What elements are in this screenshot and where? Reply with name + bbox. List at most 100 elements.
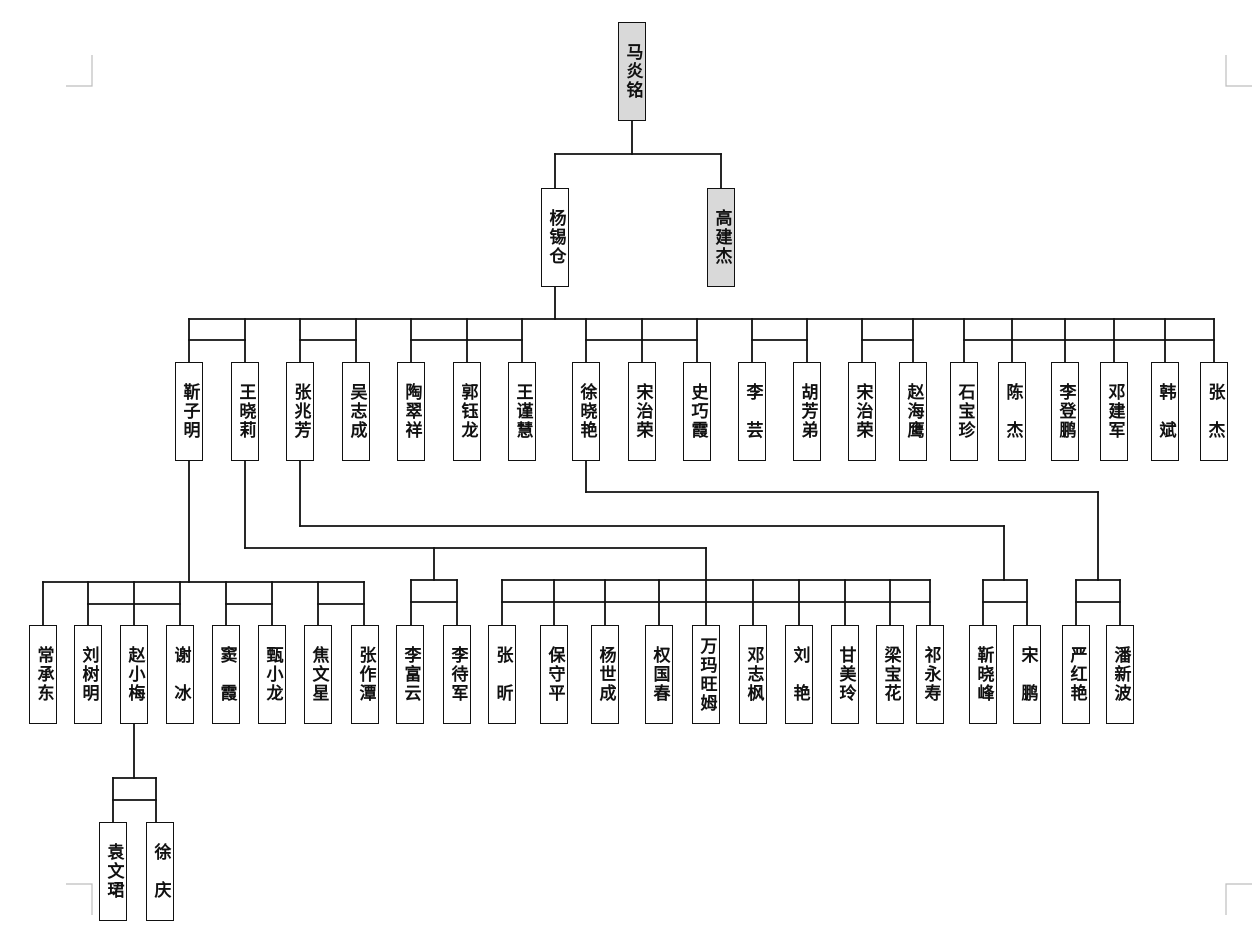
connector-lines [42,120,1215,823]
node-label: 宋治荣 [852,383,873,440]
node-label: 李登鹏 [1055,383,1076,440]
level3-node: 张 昕 [488,625,516,724]
node-label: 邓建军 [1104,383,1125,440]
node-label: 徐 庆 [150,843,171,900]
node-label: 宋 鹏 [1017,646,1038,703]
node-label: 王晓莉 [235,383,256,440]
root-node: 马炎铭 [618,22,646,121]
level3-node: 窦 霞 [212,625,240,724]
node-label: 严红艳 [1066,646,1087,703]
node-label: 石宝珍 [954,383,975,440]
level3-node: 常承东 [29,625,57,724]
level3-node: 潘新波 [1106,625,1134,724]
level2-node: 徐晓艳 [572,362,600,461]
level2-node: 赵海鹰 [899,362,927,461]
node-label: 杨世成 [595,646,616,703]
level2-node: 李 芸 [738,362,766,461]
node-label: 宋治荣 [632,383,653,440]
node-label: 杨锡仓 [545,209,566,266]
node-label: 王谨慧 [512,383,533,440]
level1-node: 杨锡仓 [541,188,569,287]
level2-node: 邓建军 [1100,362,1128,461]
level2-node: 史巧霞 [683,362,711,461]
node-label: 赵小梅 [124,646,145,703]
node-label: 李 芸 [742,383,763,440]
node-label: 窦 霞 [216,646,237,703]
level3-node: 焦文星 [304,625,332,724]
node-label: 李待军 [447,646,468,703]
node-label: 赵海鹰 [903,383,924,440]
level2-node: 宋治荣 [628,362,656,461]
level2-node: 陈 杰 [998,362,1026,461]
level4-node: 徐 庆 [146,822,174,921]
level3-node: 刘 艳 [785,625,813,724]
level3-node: 靳晓峰 [969,625,997,724]
node-label: 袁文珺 [103,843,124,900]
level3-node: 权国春 [645,625,673,724]
node-label: 李富云 [400,646,421,703]
node-label: 郭钰龙 [457,383,478,440]
node-label: 刘树明 [78,646,99,703]
node-label: 张 昕 [492,646,513,703]
level3-node: 杨世成 [591,625,619,724]
level4-node: 袁文珺 [99,822,127,921]
level2-node: 王晓莉 [231,362,259,461]
node-label: 靳晓峰 [973,646,994,703]
level3-node: 甘美玲 [831,625,859,724]
level3-node: 宋 鹏 [1013,625,1041,724]
node-label: 焦文星 [308,646,329,703]
level2-node: 宋治荣 [848,362,876,461]
node-label: 张兆芳 [290,383,311,440]
node-label: 徐晓艳 [576,383,597,440]
node-label: 常承东 [33,646,54,703]
node-label: 潘新波 [1110,646,1131,703]
node-label: 高建杰 [711,209,732,266]
node-label: 陈 杰 [1002,383,1023,440]
node-label: 梁宝花 [880,646,901,703]
node-label: 权国春 [649,646,670,703]
level3-node: 梁宝花 [876,625,904,724]
node-label: 胡芳弟 [797,383,818,440]
level2-node: 靳子明 [175,362,203,461]
level3-node: 张作潭 [351,625,379,724]
level2-node: 吴志成 [342,362,370,461]
node-label: 谢 冰 [170,646,191,703]
node-label: 甄小龙 [262,646,283,703]
node-label: 史巧霞 [687,383,708,440]
node-label: 张作潭 [355,646,376,703]
level2-node: 胡芳弟 [793,362,821,461]
node-label: 保守平 [544,646,565,703]
level2-node: 张 杰 [1200,362,1228,461]
level2-node: 郭钰龙 [453,362,481,461]
level3-node: 李待军 [443,625,471,724]
level3-node: 保守平 [540,625,568,724]
node-label: 吴志成 [346,383,367,440]
level2-node: 王谨慧 [508,362,536,461]
level1-node: 高建杰 [707,188,735,287]
level2-node: 石宝珍 [950,362,978,461]
root-node-label: 马炎铭 [622,43,643,100]
node-label: 邓志枫 [743,646,764,703]
node-label: 韩 斌 [1155,383,1176,440]
level3-node: 刘树明 [74,625,102,724]
level2-node: 陶翠祥 [397,362,425,461]
node-label: 甘美玲 [835,646,856,703]
node-label: 陶翠祥 [401,383,422,440]
level2-node: 张兆芳 [286,362,314,461]
level3-node: 万玛旺姆 [692,625,720,724]
node-label: 万玛旺姆 [696,636,717,713]
level2-node: 李登鹏 [1051,362,1079,461]
level3-node: 祁永寿 [916,625,944,724]
level3-node: 李富云 [396,625,424,724]
level3-node: 赵小梅 [120,625,148,724]
level3-node: 严红艳 [1062,625,1090,724]
node-label: 张 杰 [1204,383,1225,440]
node-label: 祁永寿 [920,646,941,703]
level3-node: 谢 冰 [166,625,194,724]
node-label: 刘 艳 [789,646,810,703]
page-corner-marks [66,55,1252,915]
level3-node: 邓志枫 [739,625,767,724]
level3-node: 甄小龙 [258,625,286,724]
